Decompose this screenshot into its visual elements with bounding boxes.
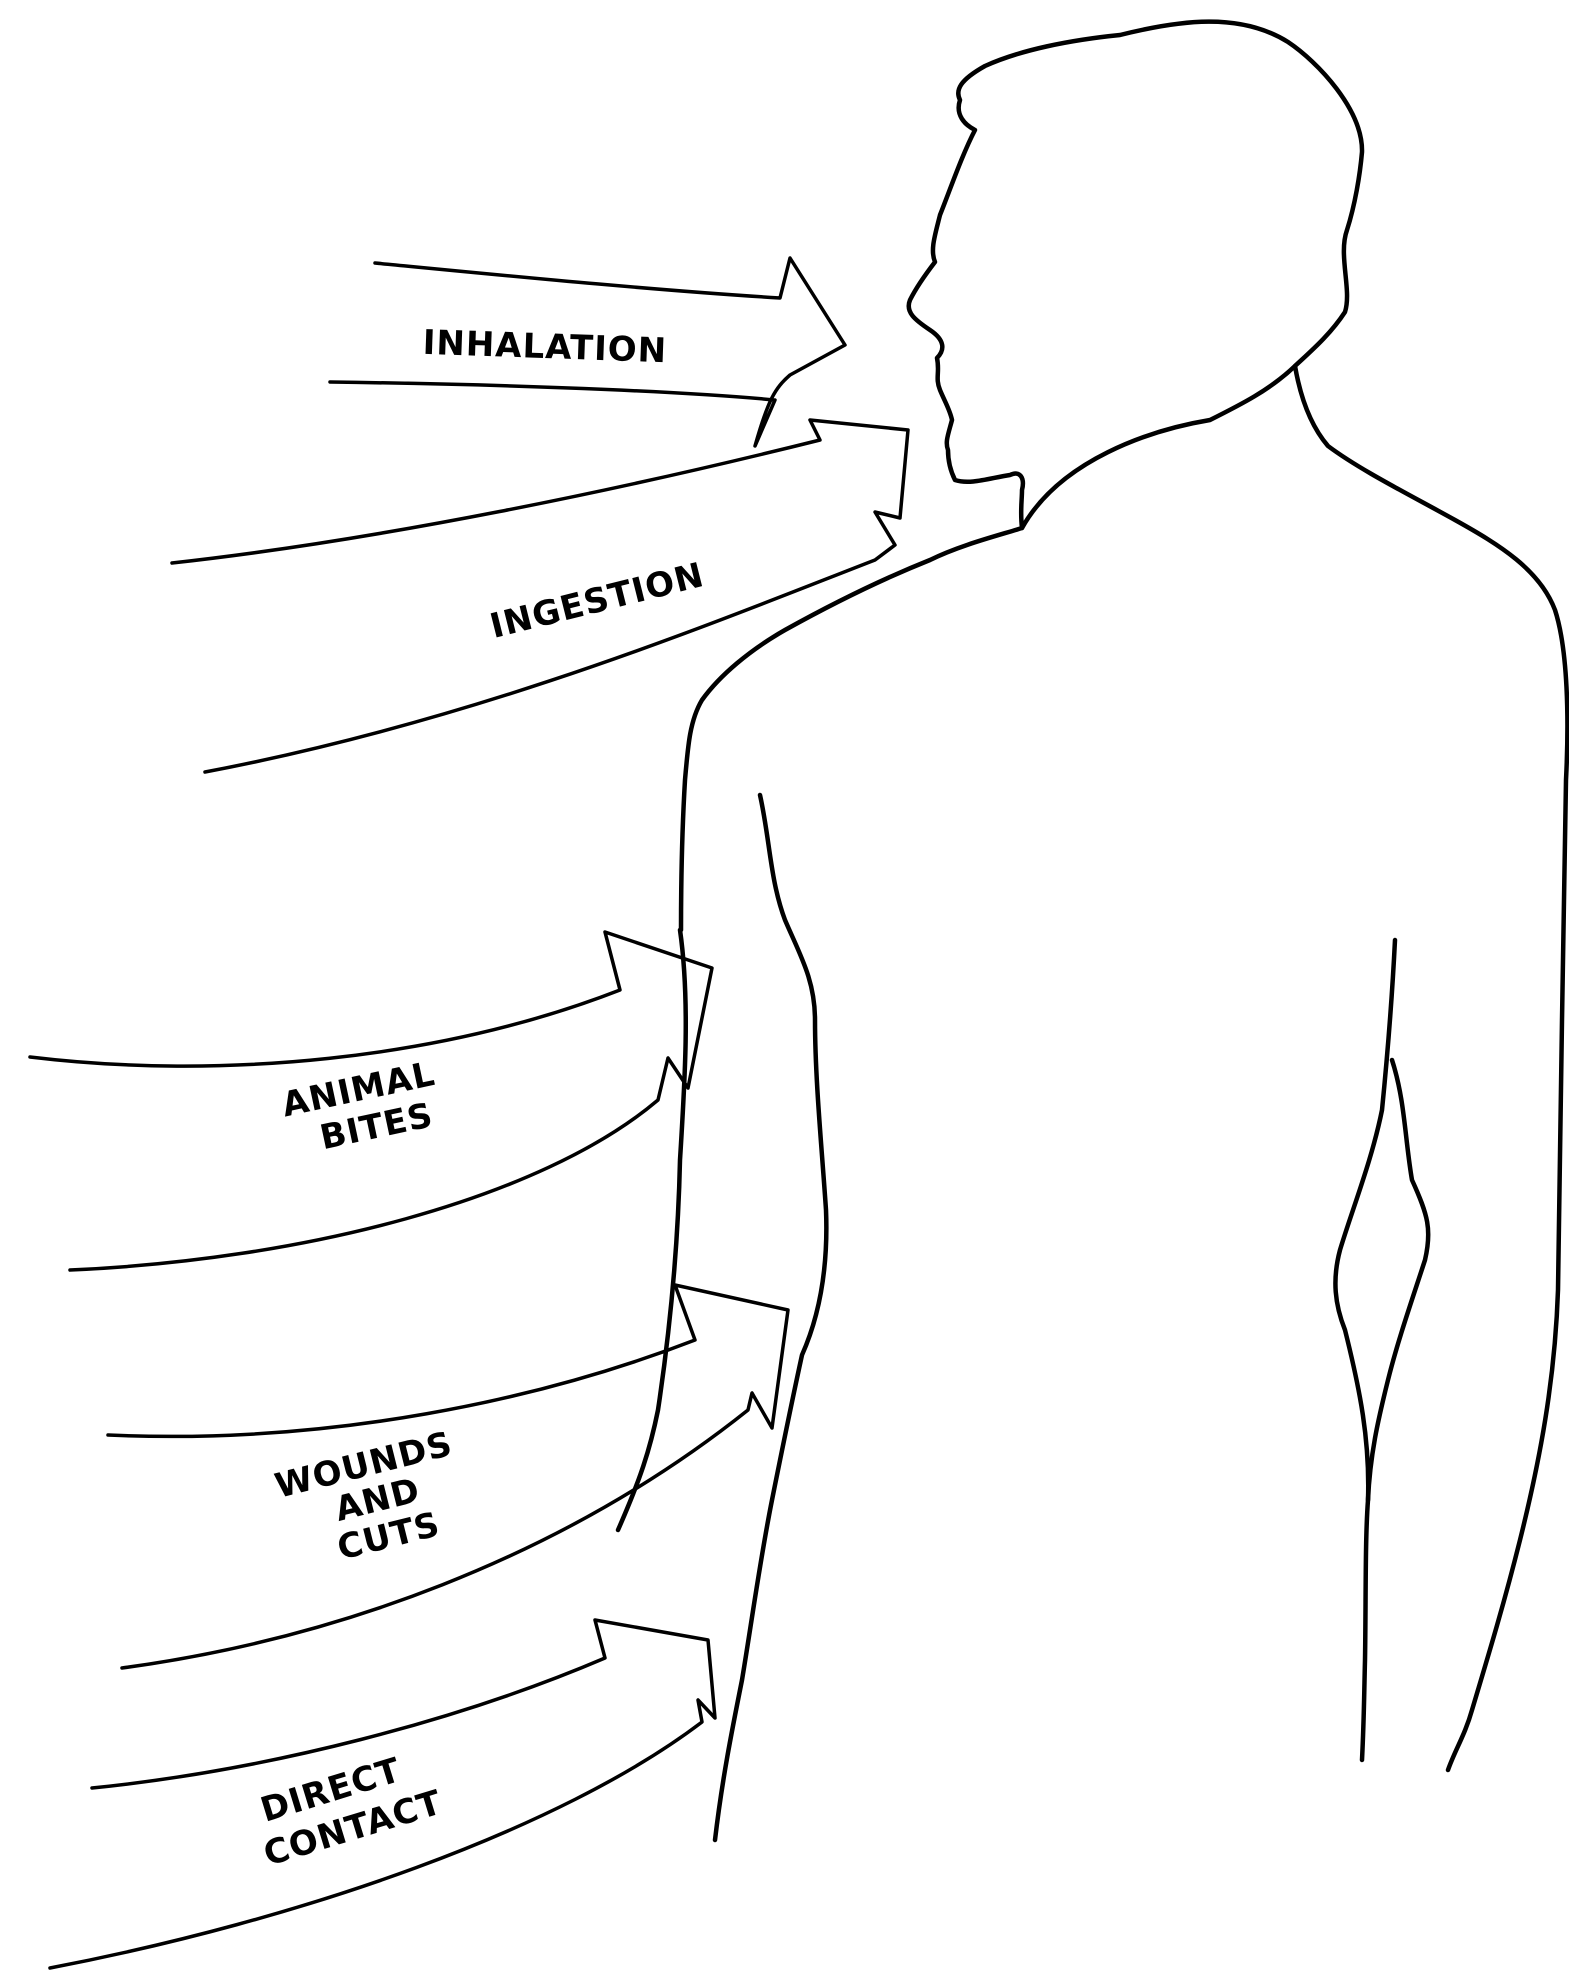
torso-left-line	[618, 930, 686, 1530]
wounds-and-cuts-arrow	[108, 1285, 788, 1668]
human-silhouette	[618, 22, 1567, 1840]
body-outline	[909, 22, 1362, 528]
wounds-and-cuts-label: WOUNDS AND CUTS	[271, 1424, 475, 1579]
right-arm-inner	[1335, 940, 1395, 1760]
animal-bites-label: ANIMAL BITES	[278, 1054, 446, 1165]
left-arm-outline	[715, 795, 826, 1840]
right-side-outline	[1295, 366, 1567, 1770]
direct-contact-label: DIRECT CONTACT	[247, 1741, 448, 1874]
left-back-outline	[681, 528, 1022, 930]
ingestion-label: INGESTION	[486, 555, 708, 647]
inhalation-label: INHALATION	[422, 323, 668, 372]
